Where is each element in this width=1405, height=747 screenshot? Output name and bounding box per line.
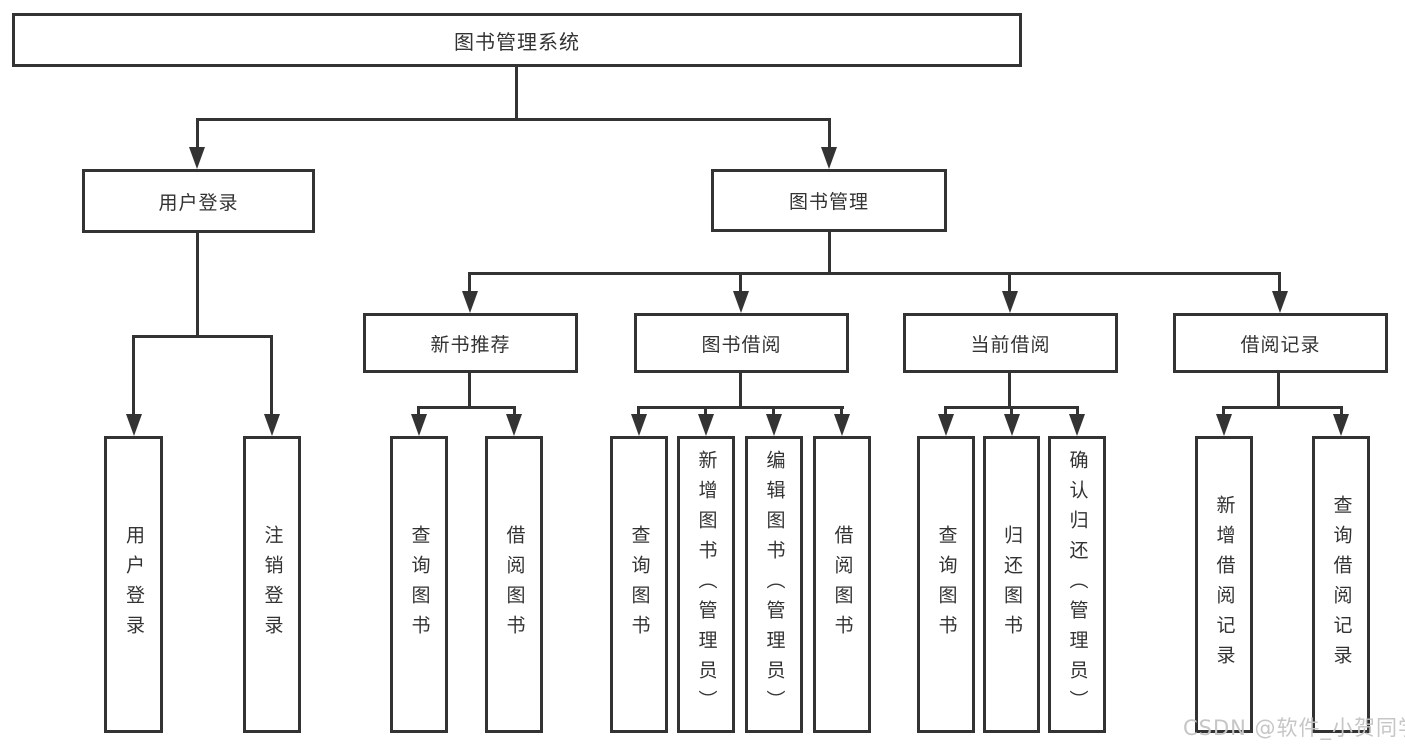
connector-line — [1278, 275, 1281, 294]
node-book-borrowing: 图书借阅 — [634, 313, 849, 373]
leaf-return-books: 归还图书 — [983, 436, 1040, 733]
arrowhead-down-icon — [733, 291, 749, 313]
connector-line — [739, 373, 742, 409]
connector-line — [417, 406, 420, 416]
arrowhead-down-icon — [1272, 291, 1288, 313]
leaf-query-books-recommend: 查询图书 — [390, 436, 448, 733]
node-library-management-system: 图书管理系统 — [12, 13, 1022, 67]
leaf-query-borrow-record: 查询借阅记录 — [1312, 436, 1370, 733]
arrowhead-down-icon — [506, 414, 522, 436]
leaf-user-login: 用户登录 — [104, 436, 163, 733]
leaf-add-books-admin: 新增图书（管理员） — [677, 436, 735, 733]
csdn-watermark: CSDN @软件_小贺同学 — [1183, 716, 1405, 740]
arrowhead-down-icon — [766, 414, 782, 436]
node-new-book-recommendation: 新书推荐 — [363, 313, 578, 373]
arrowhead-down-icon — [938, 414, 954, 436]
leaf-borrow-books-recommend: 借阅图书 — [485, 436, 543, 733]
leaf-logout: 注销登录 — [243, 436, 301, 733]
arrowhead-down-icon — [126, 414, 142, 436]
leaf-add-borrow-record: 新增借阅记录 — [1195, 436, 1253, 733]
connector-line — [1008, 373, 1011, 409]
connector-line — [1340, 406, 1343, 416]
arrowhead-down-icon — [821, 147, 837, 169]
arrowhead-down-icon — [1216, 414, 1232, 436]
connector-line — [196, 233, 199, 338]
arrowhead-down-icon — [1333, 414, 1349, 436]
connector-line — [1010, 406, 1013, 416]
leaf-confirm-return-admin: 确认归还（管理员） — [1048, 436, 1106, 733]
arrowhead-down-icon — [462, 291, 478, 313]
arrowhead-down-icon — [264, 414, 280, 436]
connector-line — [270, 338, 273, 416]
connector-line — [739, 275, 742, 294]
arrowhead-down-icon — [698, 414, 714, 436]
connector-line — [513, 406, 516, 416]
connector-line — [417, 406, 516, 409]
connector-line — [828, 232, 831, 275]
connector-line — [1277, 373, 1280, 409]
connector-line — [944, 406, 947, 416]
connector-line — [1222, 406, 1343, 409]
connector-line — [637, 406, 640, 416]
node-user-login: 用户登录 — [82, 169, 315, 233]
connector-line — [468, 373, 471, 409]
connector-line — [515, 67, 518, 121]
connector-line — [1008, 275, 1011, 294]
leaf-query-books-borrowing: 查询图书 — [610, 436, 668, 733]
connector-line — [772, 406, 775, 416]
connector-line — [1222, 406, 1225, 416]
connector-line — [196, 118, 831, 121]
connector-line — [1076, 406, 1079, 416]
arrowhead-down-icon — [1004, 414, 1020, 436]
connector-line — [637, 406, 844, 409]
leaf-query-books-current: 查询图书 — [917, 436, 975, 733]
leaf-borrow-books-borrowing: 借阅图书 — [813, 436, 871, 733]
node-borrowing-records: 借阅记录 — [1173, 313, 1388, 373]
connector-line — [828, 121, 831, 148]
arrowhead-down-icon — [189, 147, 205, 169]
arrowhead-down-icon — [1002, 291, 1018, 313]
connector-line — [468, 272, 1281, 275]
arrowhead-down-icon — [411, 414, 427, 436]
arrowhead-down-icon — [1069, 414, 1085, 436]
connector-line — [704, 406, 707, 416]
connector-line — [132, 338, 135, 416]
arrowhead-down-icon — [834, 414, 850, 436]
connector-line — [196, 121, 199, 148]
leaf-edit-books-admin: 编辑图书（管理员） — [745, 436, 803, 733]
connector-line — [132, 335, 273, 338]
node-current-borrowing: 当前借阅 — [903, 313, 1118, 373]
connector-line — [468, 275, 471, 294]
node-book-management: 图书管理 — [711, 169, 947, 232]
connector-line — [840, 406, 843, 416]
arrowhead-down-icon — [631, 414, 647, 436]
